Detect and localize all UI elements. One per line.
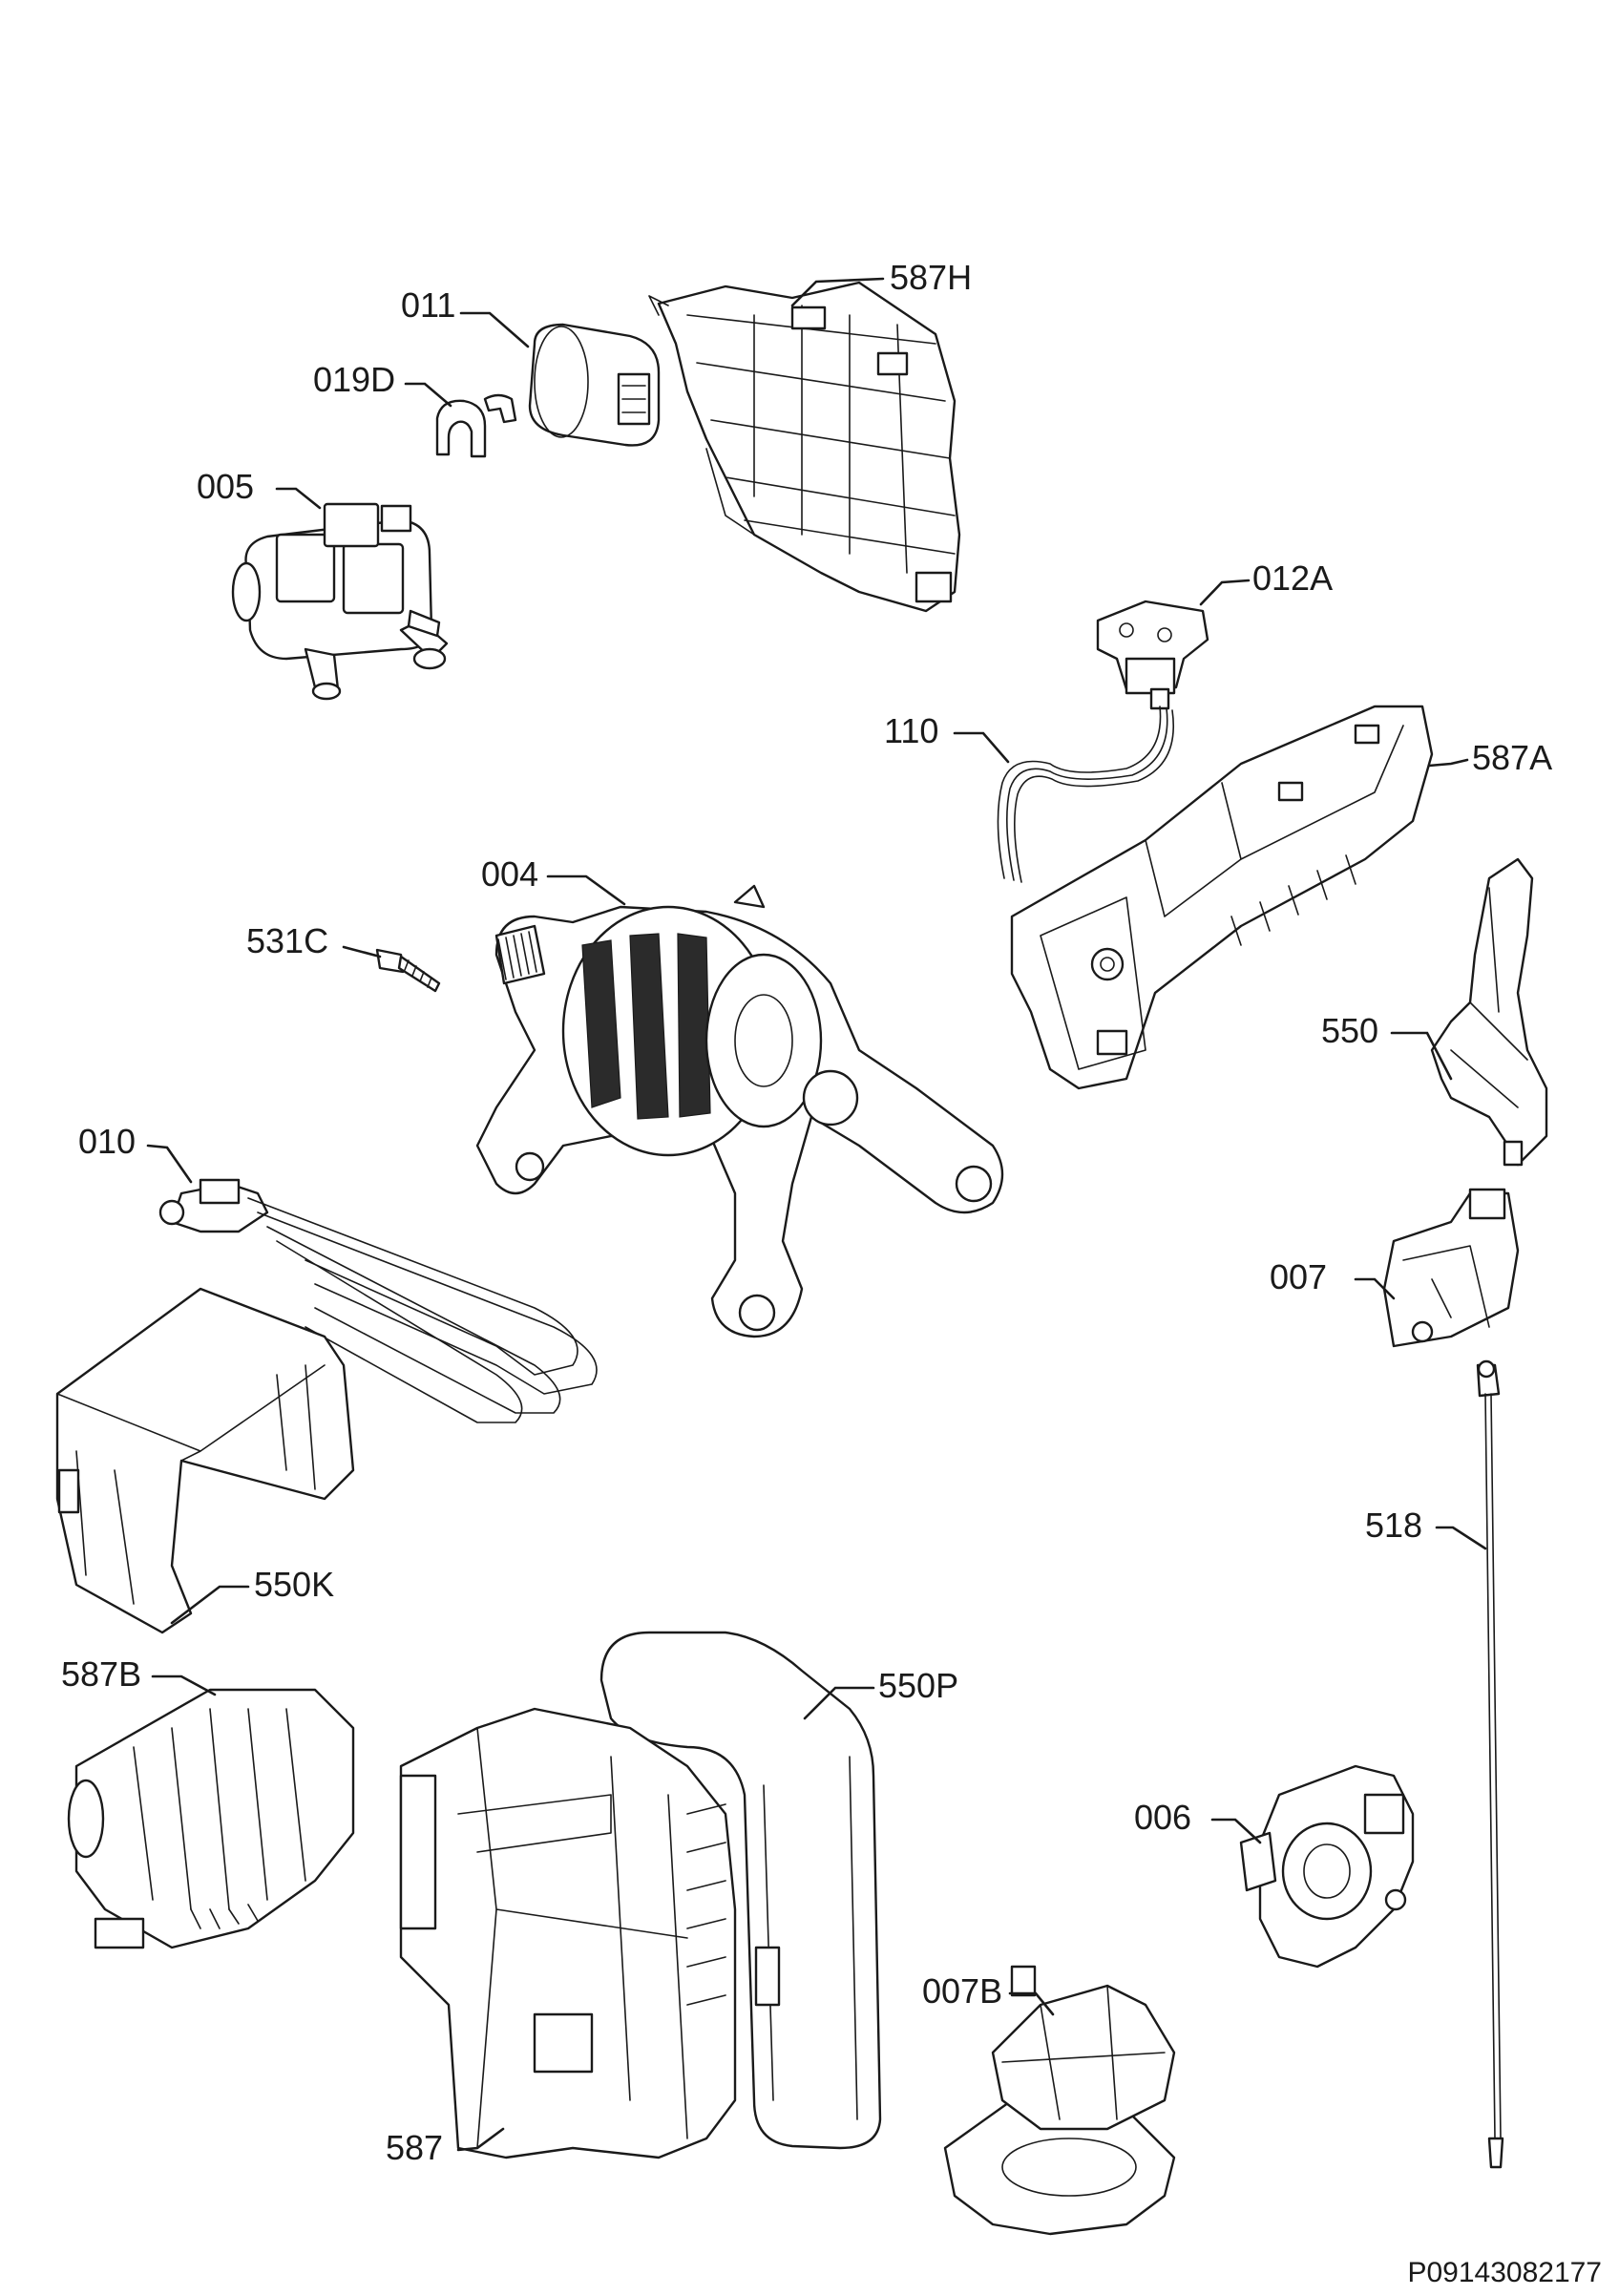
part-110-wiring bbox=[997, 706, 1174, 883]
label-004: 004 bbox=[481, 854, 538, 894]
part-550P-cover bbox=[599, 1631, 882, 2150]
part-007-door-lock bbox=[1382, 1188, 1520, 1348]
part-587B-module bbox=[67, 1688, 355, 1949]
callout-labels: 587H 011 019D 005 012A 110 587A 004 531C… bbox=[61, 258, 1552, 2167]
part-550-bracket-cover bbox=[1430, 857, 1548, 1167]
part-011-filter bbox=[528, 323, 661, 447]
label-011: 011 bbox=[401, 285, 455, 325]
label-110: 110 bbox=[884, 711, 938, 750]
part-587-main-board bbox=[399, 1707, 737, 2159]
part-010-heater bbox=[158, 1178, 598, 1423]
part-518-rod bbox=[1476, 1359, 1504, 2169]
part-005-inlet-valve bbox=[231, 502, 449, 701]
part-587A-control-board bbox=[1010, 705, 1434, 1090]
part-004-motor bbox=[475, 884, 1004, 1338]
label-550P: 550P bbox=[878, 1666, 958, 1705]
label-531C: 531C bbox=[246, 921, 328, 960]
label-550: 550 bbox=[1321, 1011, 1378, 1050]
part-007B-actuator bbox=[943, 1965, 1176, 2236]
label-007: 007 bbox=[1270, 1257, 1327, 1296]
part-012A-sensor bbox=[1096, 600, 1209, 710]
label-006: 006 bbox=[1134, 1798, 1191, 1837]
label-587A: 587A bbox=[1472, 738, 1552, 777]
reference-code: P09143082177 bbox=[1407, 2257, 1602, 2288]
label-587B: 587B bbox=[61, 1654, 141, 1694]
part-531C-screw bbox=[375, 948, 441, 993]
label-587: 587 bbox=[386, 2128, 443, 2167]
part-006-drain-pump bbox=[1239, 1764, 1415, 1969]
label-007B: 007B bbox=[922, 1971, 1002, 2011]
label-550K: 550K bbox=[254, 1565, 334, 1604]
label-587H: 587H bbox=[890, 258, 972, 297]
label-019D: 019D bbox=[313, 360, 395, 399]
label-010: 010 bbox=[78, 1122, 136, 1161]
label-518: 518 bbox=[1365, 1506, 1422, 1545]
part-587H-bracket bbox=[648, 281, 961, 613]
label-005: 005 bbox=[197, 467, 254, 506]
part-550K-cover bbox=[55, 1287, 355, 1634]
part-019D-clips bbox=[435, 393, 517, 458]
leader-lines bbox=[146, 277, 1487, 2152]
label-012A: 012A bbox=[1252, 558, 1333, 598]
